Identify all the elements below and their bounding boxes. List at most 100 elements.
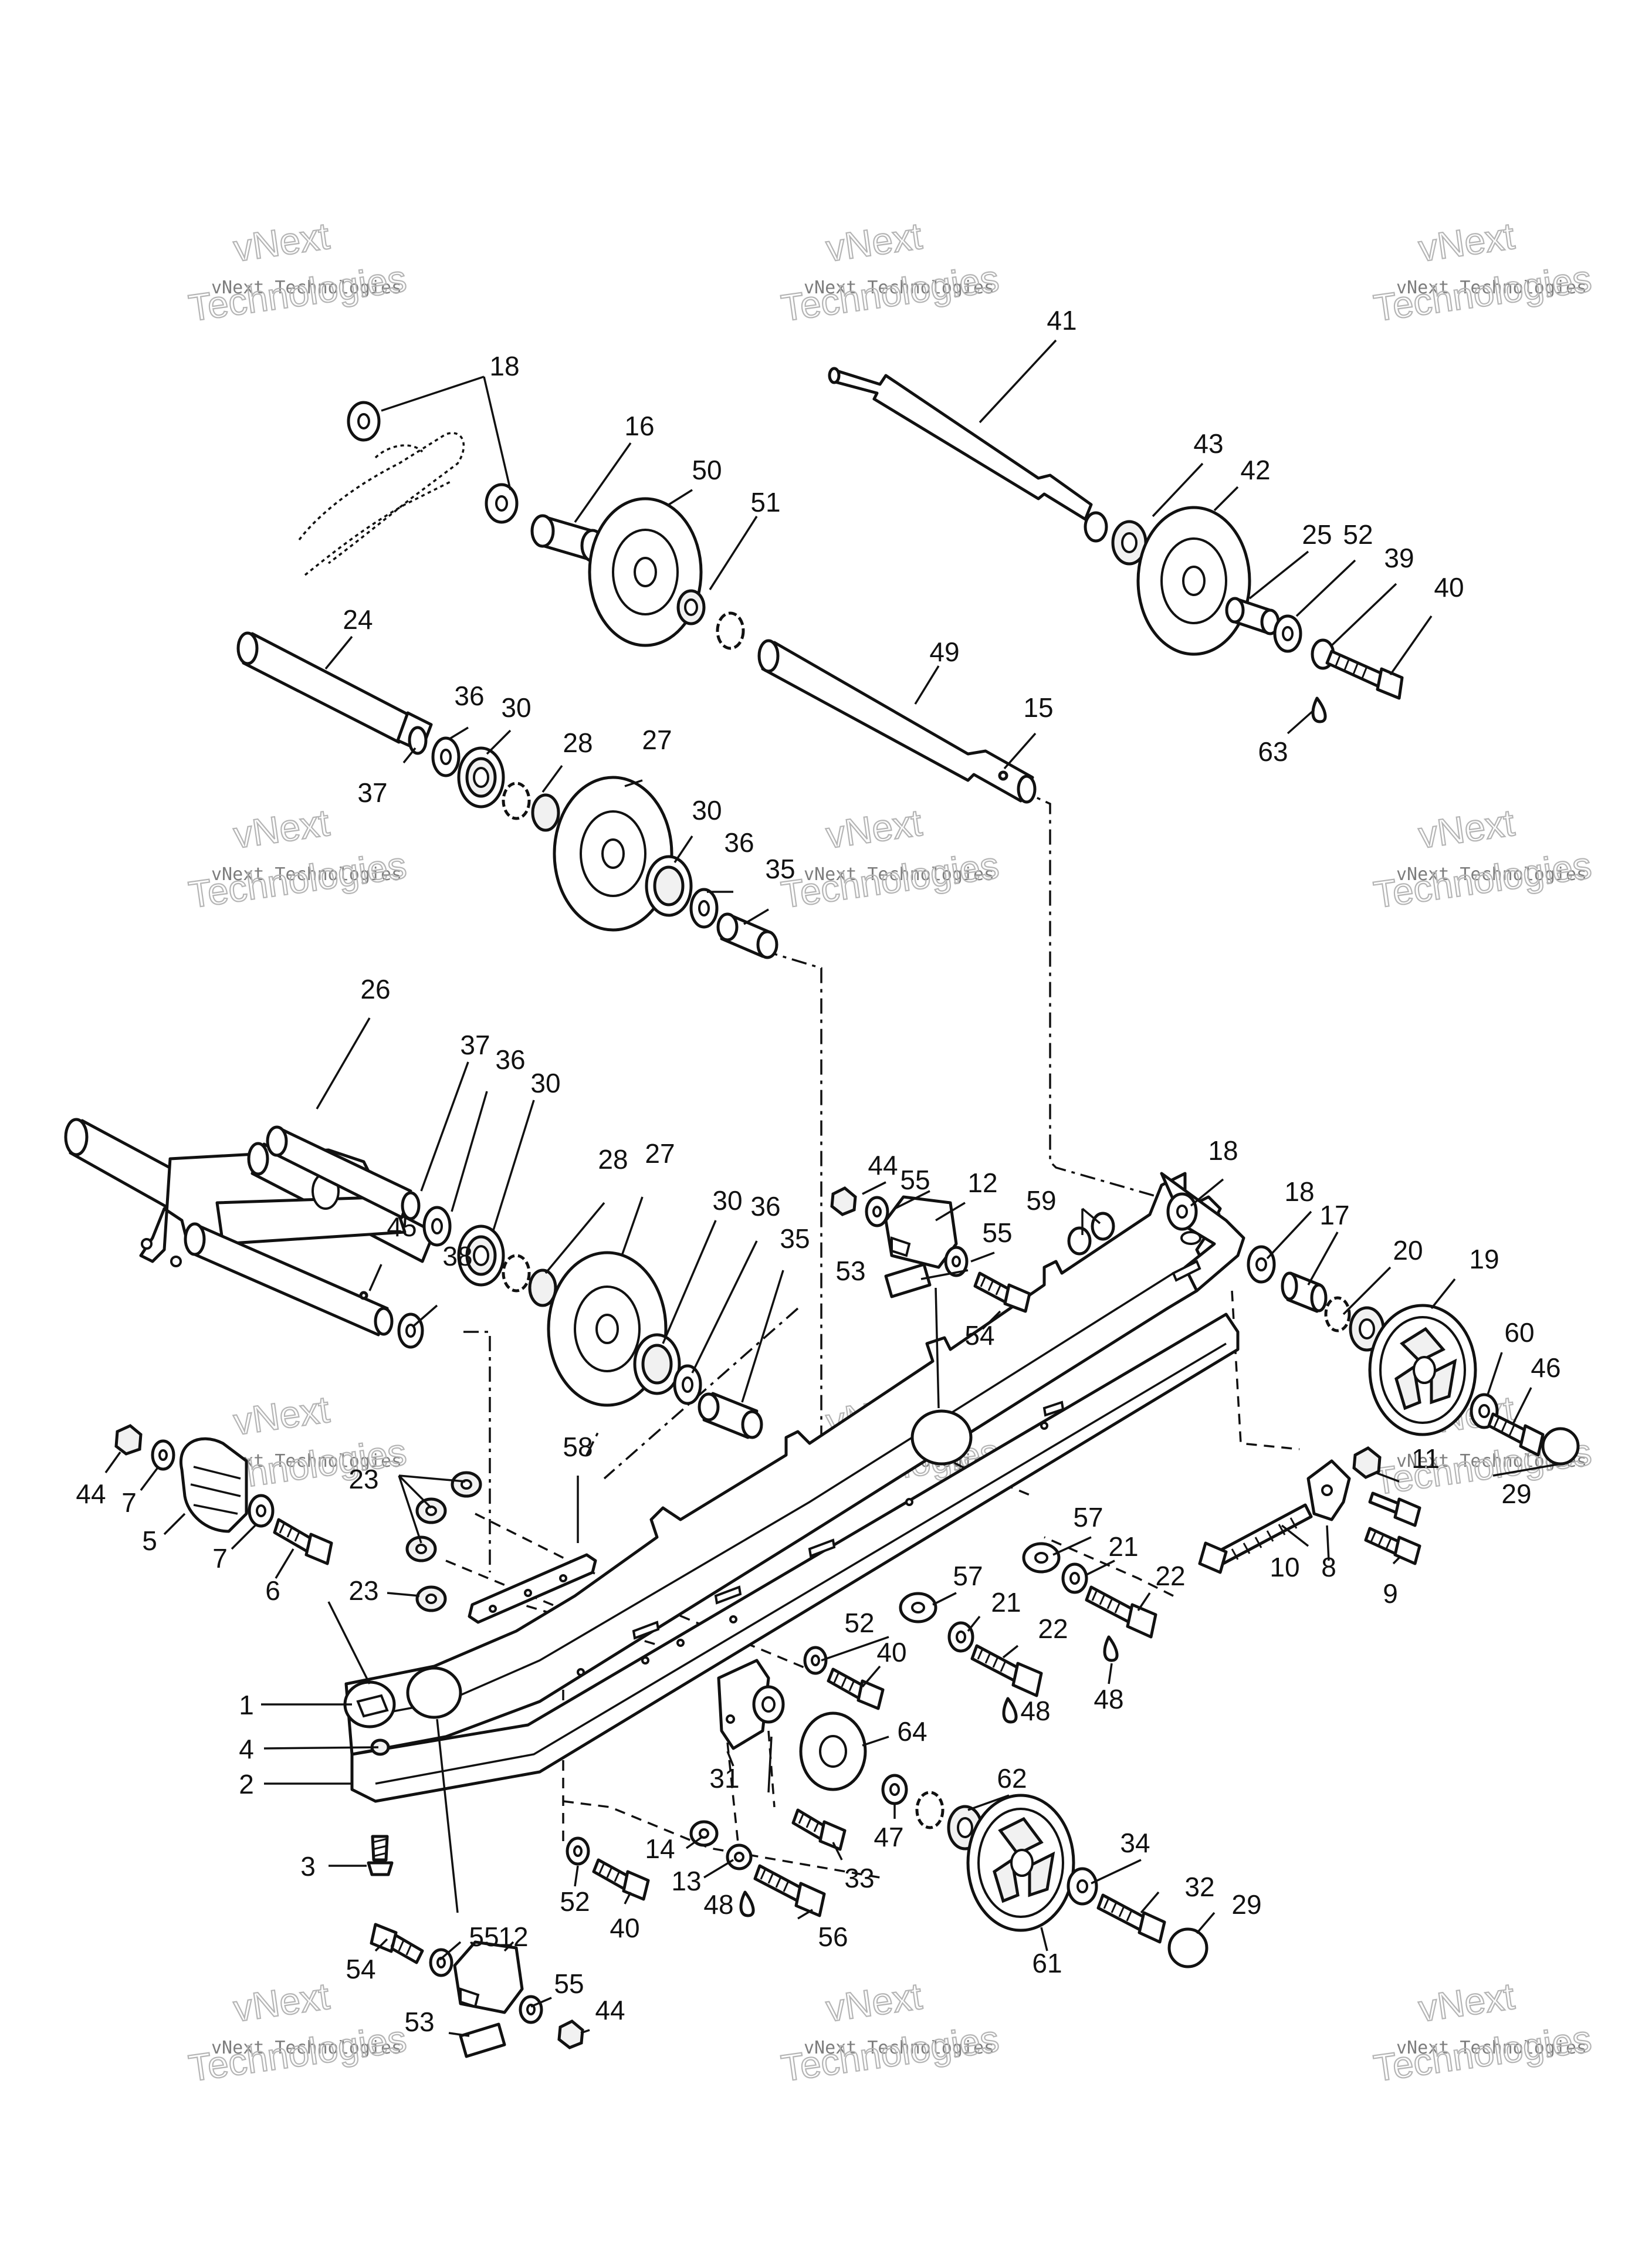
callout-4: 4	[239, 1734, 254, 1764]
nut-11	[1352, 1446, 1382, 1479]
callout-44a: 44	[76, 1479, 106, 1509]
callout-34: 34	[1120, 1828, 1150, 1858]
pivot-bracket-31	[717, 1659, 770, 1750]
callout-29a: 29	[1501, 1479, 1531, 1509]
svg-text:vNext: vNext	[231, 801, 332, 857]
callout-48c: 48	[703, 1889, 733, 1920]
lower-bumper-assembly	[370, 1923, 584, 2058]
callout-35b: 35	[780, 1223, 810, 1254]
callout-26: 26	[360, 974, 390, 1004]
rear-wheel-assembly	[1067, 1192, 1580, 1466]
callout-18b: 18	[1208, 1135, 1238, 1166]
callout-27a: 27	[642, 725, 672, 755]
callout-24: 24	[343, 604, 373, 635]
callout-16: 16	[624, 411, 654, 441]
svg-text:Technologies: Technologies	[1371, 257, 1594, 329]
watermark-top-right: vNext vNext Technologies Technologies	[1370, 214, 1595, 330]
callout-5: 5	[142, 1525, 157, 1556]
callout-52c: 52	[560, 1886, 590, 1917]
callout-51: 51	[750, 487, 780, 517]
svg-text:vNext Technologies: vNext Technologies	[1396, 2038, 1587, 2058]
front-stopper-assembly	[114, 1424, 333, 1565]
svg-text:vNext: vNext	[824, 1975, 925, 2030]
callout-36a: 36	[454, 681, 484, 711]
callout-30c: 30	[530, 1068, 560, 1098]
nut-44c	[557, 2019, 584, 2049]
svg-text:Technologies: Technologies	[778, 257, 1001, 329]
svg-text:vNext: vNext	[1416, 215, 1517, 270]
circlip-51	[716, 611, 745, 650]
callout-61: 61	[1032, 1948, 1062, 1978]
callout-8: 8	[1321, 1552, 1336, 1582]
callout-36b: 36	[724, 827, 754, 858]
callout-62: 62	[997, 1763, 1027, 1794]
upper-idler-assembly	[298, 401, 745, 650]
bolt-56	[753, 1864, 805, 1903]
svg-text:Technologies: Technologies	[186, 2017, 409, 2089]
center-fasteners	[803, 1542, 1157, 1724]
threadlocker-63	[1311, 696, 1327, 723]
watermark-mid-left: vNext vNext Technologies Technologies	[185, 801, 409, 917]
callout-36c: 36	[495, 1044, 525, 1075]
threadlocker-48b	[1002, 1697, 1018, 1724]
svg-text:Technologies: Technologies	[778, 2017, 1001, 2089]
callout-7a: 7	[121, 1487, 137, 1518]
insert-53a	[884, 1263, 932, 1298]
callout-58: 58	[563, 1432, 593, 1462]
watermark-bottom-center: vNext vNext Technologies Technologies	[778, 1974, 1002, 2090]
nut-44a	[114, 1424, 143, 1456]
slider-2	[350, 1312, 1240, 1803]
watermark-mid-center: vNext vNext Technologies Technologies	[778, 801, 1002, 917]
callout-41: 41	[1047, 305, 1076, 336]
watermark-mid-right: vNext vNext Technologies Technologies	[1370, 801, 1595, 917]
callout-48b: 48	[1020, 1696, 1050, 1726]
rail-1	[344, 1172, 1222, 1756]
callout-2: 2	[239, 1769, 254, 1799]
watermark-bottom-right: vNext vNext Technologies Technologies	[1370, 1974, 1595, 2090]
callout-50: 50	[692, 455, 722, 485]
callout-9: 9	[1383, 1578, 1398, 1609]
cap-29b	[1167, 1927, 1208, 1968]
svg-text:Technologies: Technologies	[186, 257, 409, 329]
rail-mid-detail	[910, 1409, 973, 1466]
callout-54b: 54	[346, 1954, 375, 1984]
callout-40c: 40	[610, 1913, 639, 1943]
callout-30b: 30	[692, 795, 722, 826]
svg-text:vNext: vNext	[1416, 801, 1517, 857]
callout-32: 32	[1184, 1872, 1214, 1902]
callout-20: 20	[1393, 1235, 1423, 1266]
axle-24	[242, 632, 412, 744]
callout-49: 49	[929, 637, 959, 667]
svg-text:vNext Technologies: vNext Technologies	[1396, 864, 1587, 885]
threadlocker-48a	[1103, 1635, 1119, 1662]
circlip-28a	[502, 782, 531, 820]
callout-52b: 52	[844, 1608, 874, 1638]
track-adjuster-assembly	[1198, 1446, 1421, 1574]
callout-42: 42	[1240, 455, 1270, 485]
callout-11: 11	[1411, 1443, 1440, 1474]
callout-56: 56	[818, 1922, 848, 1952]
threadlocker-48c	[739, 1890, 755, 1917]
bolt-22a	[1085, 1585, 1137, 1624]
callout-17: 17	[1319, 1200, 1349, 1230]
callout-43: 43	[1193, 428, 1223, 459]
front-arm-assembly	[64, 1118, 763, 1439]
svg-text:vNext Technologies: vNext Technologies	[211, 864, 402, 885]
insert-53b	[459, 2022, 506, 2058]
callout-59: 59	[1026, 1185, 1056, 1216]
bearing-28b	[528, 1268, 557, 1307]
callout-10: 10	[1270, 1552, 1299, 1582]
circlip-62	[915, 1791, 945, 1829]
callout-21a: 21	[1108, 1531, 1138, 1562]
callout-44b: 44	[868, 1150, 898, 1180]
callout-19: 19	[1469, 1244, 1499, 1274]
callout-40b: 40	[876, 1637, 906, 1667]
callout-64: 64	[897, 1716, 927, 1747]
callout-25: 25	[1302, 519, 1332, 550]
watermark-top-left: vNext vNext Technologies Technologies	[185, 214, 409, 330]
svg-text:Technologies: Technologies	[778, 844, 1001, 916]
circlip-20	[1324, 1296, 1351, 1332]
bearing-28a	[531, 793, 560, 832]
callout-39: 39	[1384, 543, 1414, 573]
svg-text:vNext: vNext	[1416, 1975, 1517, 2030]
